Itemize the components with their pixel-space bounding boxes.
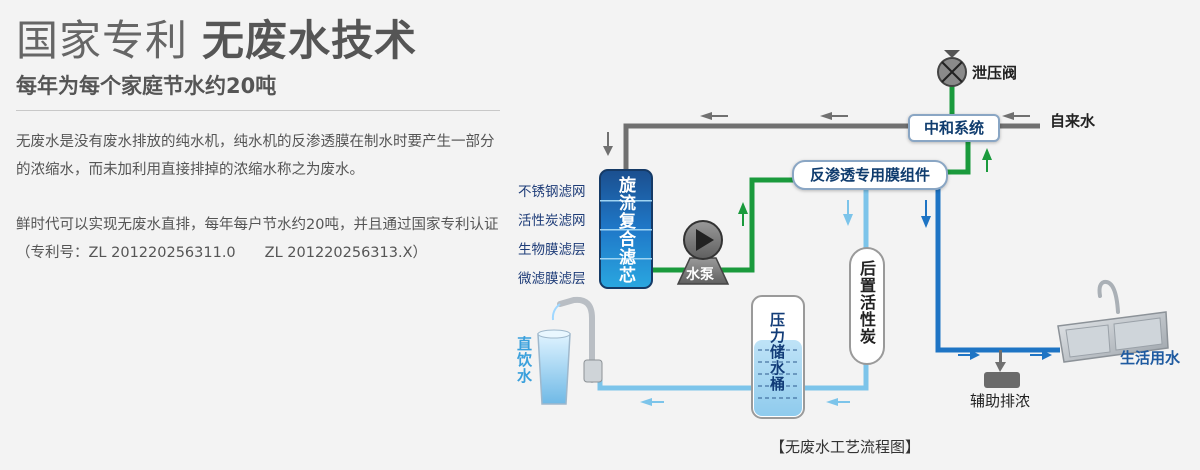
page-subtitle: 每年为每个家庭节水约20吨	[16, 74, 277, 98]
filter-cartridge	[599, 169, 653, 289]
filter-layer-4: 微滤膜滤层	[518, 271, 586, 287]
water-glass-icon	[537, 329, 571, 405]
pressure-tank	[751, 295, 805, 419]
patent-paragraph: 鲜时代可以实现无废水直排，每年每户节水约20吨，并且通过国家专利认证（专利号：Z…	[16, 217, 499, 261]
filter-layer-3: 生物膜滤层	[518, 242, 586, 258]
tap-water-label: 自来水	[1050, 112, 1096, 130]
domestic-water-label: 生活用水	[1120, 349, 1181, 367]
neutral-system-label: 中和系统	[908, 114, 1000, 142]
title-part-2: 无废水技术	[202, 16, 418, 65]
pump-label: 水泵	[686, 267, 714, 283]
sink-icon	[1057, 279, 1169, 363]
ro-module-label: 反渗透专用膜组件	[792, 160, 948, 190]
relief-valve-label: 泄压阀	[972, 64, 1018, 82]
aux-drain-branch	[984, 350, 1020, 388]
divider	[16, 110, 500, 111]
gray-flow-arrows	[603, 112, 1030, 156]
page-title: 国家专利无废水技术	[16, 14, 417, 68]
post-carbon-label: 后置活性炭	[857, 260, 876, 345]
filter-name-label: 旋流复合滤芯	[615, 176, 635, 284]
filter-layer-2: 活性炭滤网	[518, 213, 586, 229]
gray-pipe	[623, 123, 1040, 172]
blue-pipe	[935, 184, 1060, 353]
post-carbon-filter	[849, 247, 885, 365]
filter-layer-1: 不锈钢滤网	[518, 184, 586, 200]
light-blue-flow-arrows	[640, 200, 853, 406]
tank-label: 压力储水桶	[768, 312, 786, 392]
intro-paragraph: 无废水是没有废水排放的纯水机，纯水机的反渗透膜在制水时要产生一部分的浓缩水，而未…	[16, 134, 495, 178]
green-flow-arrows	[738, 148, 992, 226]
aux-drain-label: 辅助排浓	[970, 392, 1031, 410]
title-part-1: 国家专利	[16, 16, 189, 65]
blue-flow-arrows	[921, 200, 1052, 360]
relief-valve-icon	[937, 50, 967, 87]
faucet-icon	[551, 296, 603, 383]
pump-icon	[676, 220, 730, 285]
diagram-caption: 【无废水工艺流程图】	[770, 438, 921, 456]
drinking-water-label: 直饮水	[515, 336, 533, 384]
